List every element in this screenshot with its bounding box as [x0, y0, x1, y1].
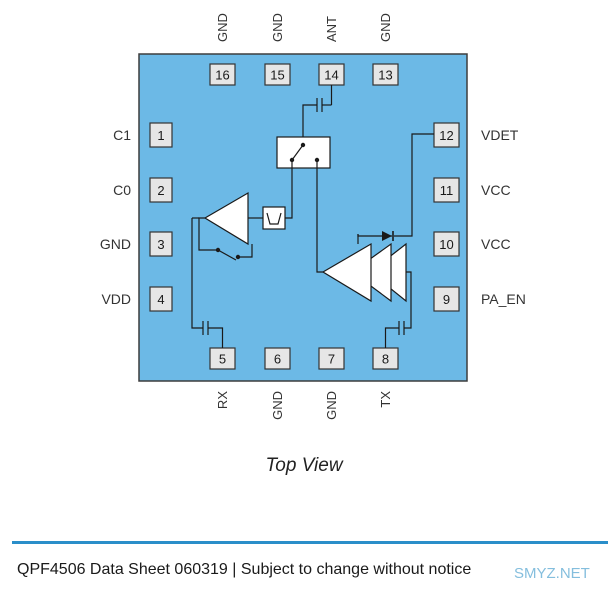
pin-4: 4 — [149, 286, 173, 312]
pin-8-number: 8 — [382, 352, 389, 367]
pin-11-label: VCC — [481, 182, 511, 198]
pin-16-label: GND — [215, 13, 230, 42]
pin-5-label: RX — [215, 391, 230, 409]
pin-12: 12 — [433, 122, 460, 148]
pin-9-number: 9 — [443, 292, 450, 307]
pin-15-label: GND — [270, 13, 285, 42]
detector-diode — [382, 231, 392, 241]
pin-15: 15 — [264, 63, 291, 86]
pin-3: 3 — [149, 231, 173, 257]
pin-7-label: GND — [324, 391, 339, 420]
pin-2-label: C0 — [113, 182, 131, 198]
antenna-switch — [276, 136, 331, 169]
pinout-diagram: 16 15 14 13 1 2 3 4 12 11 10 — [100, 13, 526, 420]
pin-9-label: PA_EN — [481, 291, 526, 307]
pin-6-number: 6 — [274, 352, 281, 367]
footer-rule — [12, 541, 608, 544]
pin-12-label: VDET — [481, 127, 519, 143]
pin-2-number: 2 — [157, 183, 164, 198]
pa-stage-1 — [321, 242, 372, 303]
pin-11-number: 11 — [440, 183, 454, 198]
pin-15-number: 15 — [270, 68, 284, 83]
footer-text: QPF4506 Data Sheet 060319 | Subject to c… — [17, 561, 472, 578]
pin-14-label: ANT — [324, 16, 339, 42]
pin-9: 9 — [433, 286, 460, 312]
pin-14-number: 14 — [324, 68, 338, 83]
pin-5: 5 — [209, 347, 236, 370]
lna-amplifier — [203, 191, 249, 246]
pin-3-number: 3 — [157, 237, 164, 252]
pin-5-number: 5 — [219, 352, 226, 367]
pin-16: 16 — [209, 63, 236, 86]
pin-3-label: GND — [100, 236, 131, 252]
pin-10-label: VCC — [481, 236, 511, 252]
pin-16-number: 16 — [215, 68, 229, 83]
pin-13-label: GND — [378, 13, 393, 42]
pin-11: 11 — [433, 177, 460, 203]
pin-4-label: VDD — [101, 291, 131, 307]
pin-10-number: 10 — [439, 237, 453, 252]
pin-6-label: GND — [270, 391, 285, 420]
circuit-nodes — [215, 142, 392, 260]
pin-8: 8 — [372, 347, 399, 370]
bandpass-filter — [262, 206, 286, 230]
pin-13: 13 — [372, 63, 399, 86]
pin-1-label: C1 — [113, 127, 131, 143]
pin-12-number: 12 — [439, 128, 453, 143]
pin-2: 2 — [149, 177, 173, 203]
pin-8-label: TX — [378, 391, 393, 408]
view-caption: Top View — [265, 455, 343, 476]
pin-4-number: 4 — [157, 292, 164, 307]
pin-6: 6 — [264, 347, 291, 370]
internal-circuit — [191, 85, 434, 348]
pin-10: 10 — [433, 231, 460, 257]
watermark: SMYZ.NET — [514, 565, 590, 582]
pin-1: 1 — [149, 122, 173, 148]
pin-13-number: 13 — [378, 68, 392, 83]
pin-7-number: 7 — [328, 352, 335, 367]
pin-14: 14 — [318, 63, 345, 86]
pin-7: 7 — [318, 347, 345, 370]
pin-1-number: 1 — [157, 128, 164, 143]
package-die — [138, 53, 468, 382]
